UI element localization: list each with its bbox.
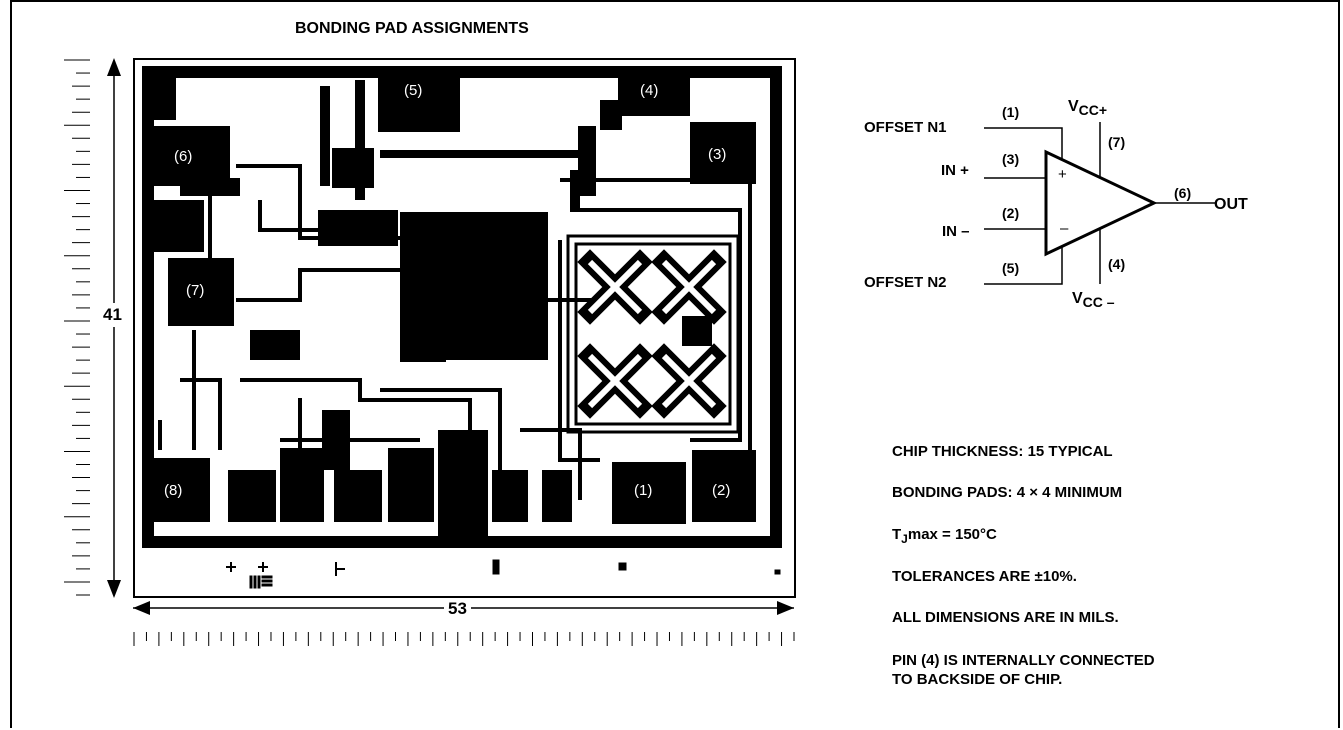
out-label: OUT bbox=[1214, 196, 1248, 213]
in-minus-label: IN – bbox=[942, 223, 970, 240]
figure-title: BONDING PAD ASSIGNMENTS bbox=[295, 20, 529, 37]
note-dimensions: ALL DIMENSIONS ARE IN MILS. bbox=[892, 609, 1119, 626]
alignment-marks bbox=[226, 559, 781, 589]
plus-sign: + bbox=[1058, 166, 1067, 183]
pad-label-1: (1) bbox=[634, 482, 653, 499]
pin3-label: (3) bbox=[1002, 151, 1020, 167]
note-pin4-line2: TO BACKSIDE OF CHIP. bbox=[892, 671, 1063, 688]
offset-n2-lead bbox=[984, 246, 1063, 285]
width-dimension-label: 53 bbox=[444, 599, 471, 619]
width-arrow-left bbox=[133, 601, 150, 615]
figure-frame bbox=[10, 0, 1340, 728]
pad-4-metal bbox=[618, 70, 690, 116]
pad-6-metal bbox=[150, 126, 230, 186]
note-bonding-pads: BONDING PADS: 4 × 4 MINIMUM bbox=[892, 484, 1123, 501]
note-pin4-line1: PIN (4) IS INTERNALLY CONNECTED bbox=[892, 652, 1155, 669]
pin5-label: (5) bbox=[1002, 260, 1020, 276]
vcc-plus-label: VCC+ bbox=[1068, 98, 1108, 118]
height-arrow-top bbox=[107, 58, 121, 76]
pin6-label: (6) bbox=[1174, 185, 1192, 201]
offset-n1-lead bbox=[984, 127, 1063, 160]
pad-5-metal bbox=[378, 70, 460, 132]
pad-8-metal bbox=[146, 458, 210, 522]
pad-label-3: (3) bbox=[708, 146, 727, 163]
pad-2-metal bbox=[692, 450, 756, 522]
height-dimension-label: 41 bbox=[103, 303, 122, 327]
cross-transistors bbox=[566, 234, 740, 434]
pad-7-metal bbox=[168, 258, 234, 326]
pin7-label: (7) bbox=[1108, 134, 1126, 150]
pad-label-6: (6) bbox=[174, 148, 193, 165]
vertical-ruler bbox=[64, 59, 90, 596]
horizontal-ruler bbox=[133, 632, 795, 646]
width-arrow-right bbox=[777, 601, 794, 615]
pad-3-metal bbox=[690, 122, 756, 184]
pad-1-metal bbox=[612, 462, 686, 524]
opamp-symbol bbox=[984, 122, 1215, 285]
pad-label-7: (7) bbox=[186, 282, 205, 299]
vcc-minus-label: VCC – bbox=[1072, 290, 1115, 310]
die-traces bbox=[158, 164, 752, 500]
pad-label-5: (5) bbox=[404, 82, 423, 99]
note-tolerances: TOLERANCES ARE ±10%. bbox=[892, 568, 1077, 585]
note-tj-max: TJmax = 150°C bbox=[892, 526, 997, 546]
pin1-label: (1) bbox=[1002, 104, 1020, 120]
offset-n1-label: OFFSET N1 bbox=[864, 119, 947, 136]
offset-n2-label: OFFSET N2 bbox=[864, 274, 947, 291]
in-plus-label: IN + bbox=[941, 162, 969, 179]
pin2-label: (2) bbox=[1002, 205, 1020, 221]
pad-label-2: (2) bbox=[712, 482, 731, 499]
note-chip-thickness: CHIP THICKNESS: 15 TYPICAL bbox=[892, 443, 1113, 460]
die-layout bbox=[142, 66, 782, 548]
pad-label-8: (8) bbox=[164, 482, 183, 499]
minus-sign: – bbox=[1060, 220, 1069, 237]
height-arrow-bottom bbox=[107, 580, 121, 598]
pin4-label: (4) bbox=[1108, 256, 1126, 272]
pad-label-4: (4) bbox=[640, 82, 659, 99]
